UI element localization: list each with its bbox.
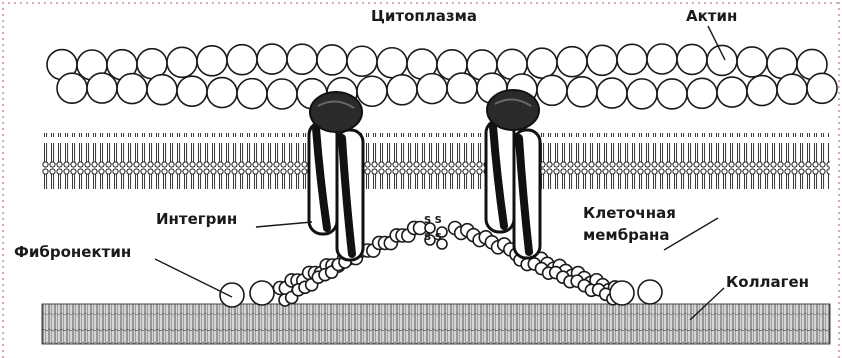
disulfide-label-lower: S S [424,232,442,243]
actin-bead [557,47,587,77]
actin-bead [597,78,627,108]
actin-bead [717,77,747,107]
actin-bead [227,45,257,75]
actin-bead [777,74,807,104]
membrane-leader [664,218,718,250]
actin-bead [417,74,447,104]
actin-bead [87,73,117,103]
integrin-molecule-left [309,92,363,260]
actin-bead [647,44,677,74]
actin-bead [377,48,407,78]
actin-bead [657,79,687,109]
actin-bead [207,78,237,108]
actin-bead [117,74,147,104]
cell-membrane-label-line2: мембрана [583,226,670,244]
actin-bead [57,73,87,103]
integrin-label: Интегрин [156,210,237,228]
fibronectin-bead [638,280,662,304]
actin-bead [687,78,717,108]
integrin-leader [256,222,312,227]
integrin-molecule-right [486,90,540,258]
cell-membrane-label-line1: Клеточная [583,204,676,222]
actin-bead [707,45,737,75]
disulfide-label-upper: S S [424,215,442,226]
actin-bead [147,75,177,105]
actin-bead [677,44,707,74]
actin-filament [47,44,837,109]
actin-bead [317,45,347,75]
actin-bead [747,76,777,106]
actin-bead [237,79,267,109]
actin-bead [177,76,207,106]
cell-membrane [42,133,830,189]
actin-bead [257,44,287,74]
fibronectin-bead [250,281,274,305]
cytoplasm-label: Цитоплазма [371,7,477,25]
actin-bead [587,45,617,75]
actin-bead [617,44,647,74]
actin-bead [197,46,227,76]
fibronectin-leader [155,259,232,297]
actin-bead [267,79,297,109]
collagen-label: Коллаген [726,273,809,291]
actin-bead [537,75,567,105]
fibronectin-bead [610,281,634,305]
collagen-fiber [42,304,830,344]
actin-bead [807,73,837,103]
actin-bead [387,75,417,105]
fibronectin-label: Фибронектин [14,243,131,261]
actin-bead [567,77,597,107]
actin-bead [287,44,317,74]
actin-bead [527,48,557,78]
actin-label: Актин [686,7,737,25]
actin-bead [347,46,377,76]
actin-bead [357,76,387,106]
actin-bead [447,73,477,103]
actin-bead [737,47,767,77]
actin-bead [167,47,197,77]
fibronectin-bead [220,283,244,307]
actin-bead [627,79,657,109]
